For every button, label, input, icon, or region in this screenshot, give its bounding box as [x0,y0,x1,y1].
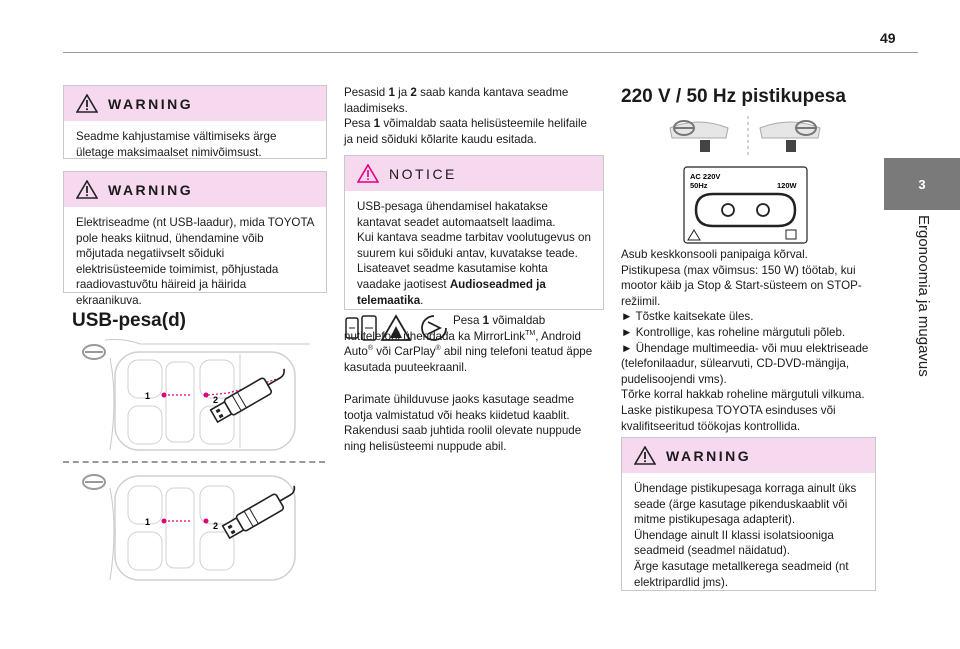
carplay-icon [421,315,447,341]
warning-triangle-icon [76,94,98,113]
steering-wheel-icon [669,120,729,152]
instruction-step: ► Tõstke kaitsekate üles. [621,310,754,324]
section-heading-socket: 220 V / 50 Hz pistikupesa [621,86,846,107]
warning-header: WARNING [64,86,326,121]
usb-socket-1-marker [161,518,167,524]
warning-box-1: WARNING Seadme kahjustamise vältimiseks … [63,85,327,159]
notice-title: NOTICE [389,165,457,182]
chapter-label: Ergonoomia ja mugavus [908,215,948,455]
smartphone-text-part1: Pesa 1 [453,314,490,327]
intro-line-1: Pesasid 1 ja 2 saab kanda kantava seadme… [344,86,569,115]
steering-wheel-icon [82,474,106,490]
chapter-tab[interactable]: 3 [884,158,960,210]
usb-diagram-2: 1 2 [80,468,320,583]
socket-frequency: 50Hz [690,181,708,190]
socket-voltage: AC 220V [690,172,720,181]
socket-label-1: 1 [145,391,150,401]
android-auto-icon [380,314,412,341]
mirrorlink-icon [345,315,377,341]
chapter-label-text: Ergonoomia ja mugavus [915,215,932,377]
section-heading-usb: USB-pesa(d) [72,310,187,331]
instruction-step: ► Ühendage multimeedia- või muu elektris… [621,341,869,386]
usb-diagram-1: 1 2 [80,338,320,453]
steering-wheel-icon [82,344,106,360]
usb-socket-2-marker [203,392,209,398]
warning-text: Elektriseadme (nt USB-laadur), mida TOYO… [76,216,314,307]
usb-socket-2-marker [203,518,209,524]
notice-box: NOTICE USB-pesaga ühendamisel hakatakse … [344,155,604,310]
warning-header: WARNING [64,172,326,207]
warning-title: WARNING [108,95,194,112]
top-rule [63,52,918,53]
instruction-step: ► Kontrollige, kas roheline märgutuli põ… [621,325,846,339]
warning-text: Ühendage pistikupesaga korraga ainult ük… [634,482,857,589]
socket-line: Laske pistikupesa TOYOTA esinduses või k… [621,403,836,433]
warning-triangle-icon [76,180,98,199]
warning-text: Seadme kahjustamise vältimiseks ärge üle… [76,130,277,159]
cable-paragraph: Parimate ühilduvuse jaoks kasutage seadm… [344,393,575,422]
warning-box-2: WARNING Elektriseadme (nt USB-laadur), m… [63,171,327,307]
socket-line: Asub keskkonsooli panipaiga kõrval. [621,248,808,261]
usb-intro-text: Pesasid 1 ja 2 saab kanda kantava seadme… [344,85,594,147]
socket-line: Pistikupesa (max võimsus: 150 W) töötab,… [621,263,862,308]
socket-label-1: 1 [145,517,150,527]
steering-wheel-icon [759,120,821,152]
warning-box-3: WARNING Ühendage pistikupesaga korraga a… [621,437,876,591]
controls-paragraph: Rakendusi saab juhtida roolil olevate nu… [344,424,582,453]
socket-label-2: 2 [213,521,218,531]
warning-title: WARNING [108,181,194,198]
notice-header: NOTICE [345,156,603,191]
usb-socket-1-marker [161,392,167,398]
notice-triangle-icon [357,164,379,183]
socket-icon: AC 220V 50Hz 120W [683,166,808,244]
warning-triangle-icon [634,446,656,465]
intro-line-2: Pesa 1 võimaldab saata helisüsteemile he… [344,117,587,146]
socket-power: 120W [777,181,798,190]
notice-text: USB-pesaga ühendamisel hakatakse kantava… [357,200,591,307]
socket-line: Tõrke korral hakkab roheline märgutuli v… [621,388,865,402]
warning-title: WARNING [666,447,752,464]
smartphone-paragraph: Pesa 1 võimaldab nutitelefoni ühendada k… [344,314,593,374]
divider [63,461,325,463]
page-number: 49 [880,30,896,46]
usb-plug-icon [221,485,296,540]
socket-description: Asub keskkonsooli panipaiga kõrval. Pist… [621,247,881,434]
warning-header: WARNING [622,438,875,473]
socket-label-2: 2 [213,395,218,405]
usb-plug-icon [209,368,285,424]
smartphone-icons [344,312,450,342]
socket-location-diagram [668,114,830,158]
